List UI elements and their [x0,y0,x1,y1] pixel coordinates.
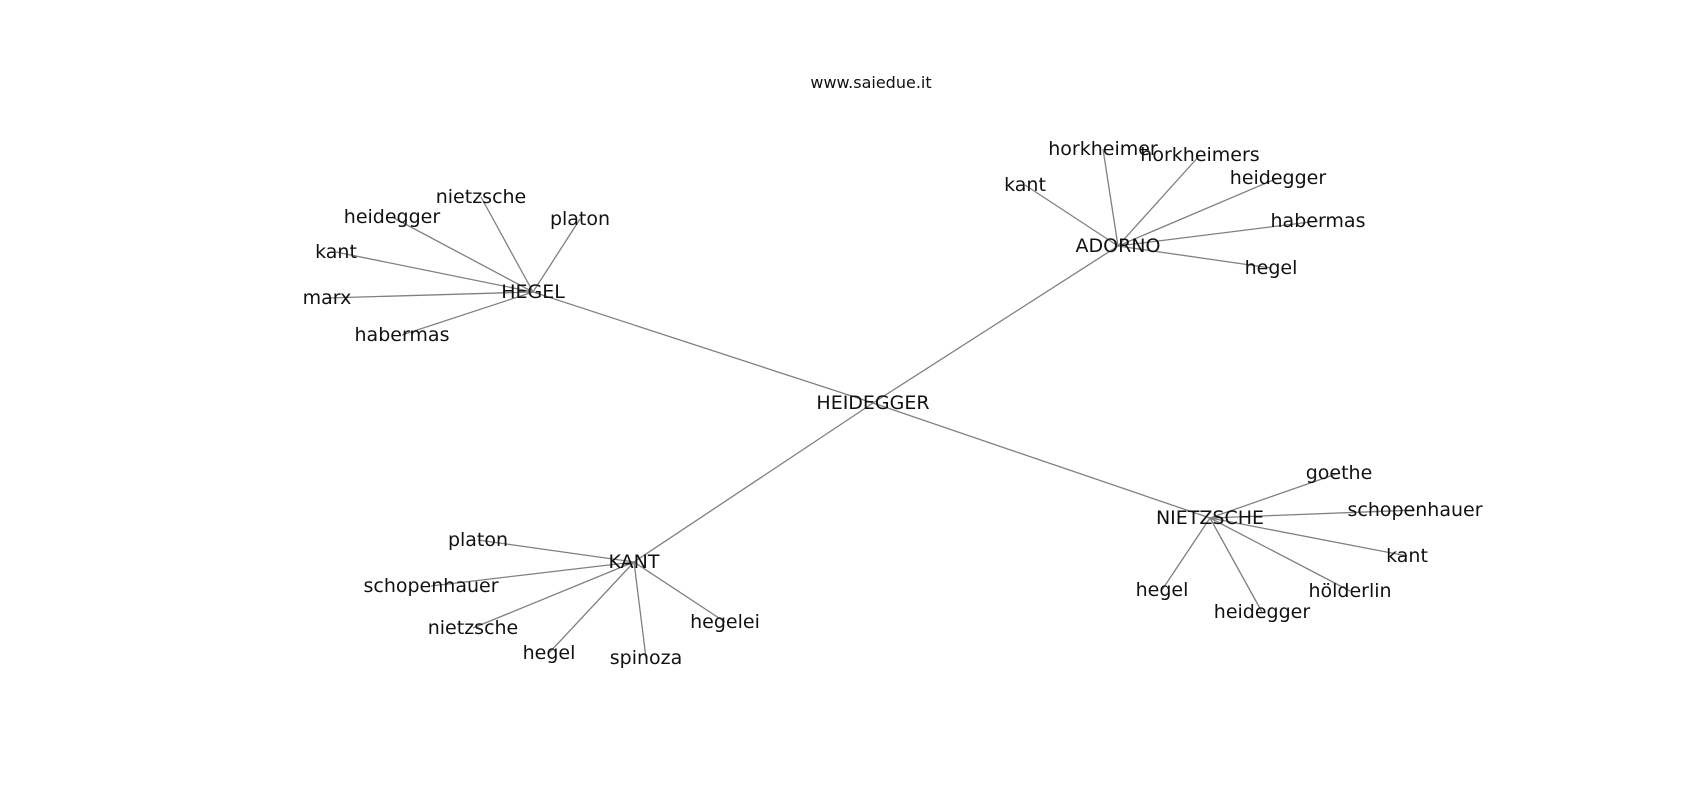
label-layer: HEIDEGGER HEGEL nietzsche platon heidegger ka… [303,138,1483,669]
hub-node-hegel: HEGEL [501,281,565,303]
edge-adorno-horkheimers [1117,154,1201,247]
leaf-node-kant-spinoza: spinoza [610,647,683,669]
edge-kant-nietzsche [472,561,635,629]
leaf-node-adorno-horkheimer: horkheimer [1048,138,1158,160]
edge-hegel-nietzsche [480,196,534,293]
site-title: www.saiedue.it [810,73,931,92]
leaf-node-kant-hegelei: hegelei [690,611,760,633]
edge-nietzsche-kant [1209,517,1408,557]
leaf-node-nietzsche-heidegger: heidegger [1214,601,1311,623]
leaf-node-kant-schopenhauer: schopenhauer [363,575,498,597]
edge-hegel-kant [335,251,534,293]
edge-nietzsche-goethe [1209,472,1340,519]
edge-root-hegel [532,291,874,404]
edge-root-adorno [872,245,1119,404]
edge-nietzsche-hegel [1161,517,1211,591]
leaf-node-kant-hegel: hegel [523,642,576,664]
edge-hegel-heidegger [391,216,534,293]
leaf-node-kant-platon: platon [448,529,508,551]
edge-kant-hegelei [633,561,726,623]
leaf-node-nietzsche-holderlin: hölderlin [1308,580,1391,602]
edge-root-kant [633,402,874,563]
leaf-node-adorno-heidegger: heidegger [1230,167,1327,189]
leaf-node-nietzsche-schopenhauer: schopenhauer [1347,499,1482,521]
leaf-node-hegel-nietzsche: nietzsche [436,186,527,208]
leaf-node-hegel-marx: marx [303,287,352,309]
edge-root-nietzsche [872,402,1211,519]
leaf-node-hegel-kant: kant [315,241,357,263]
leaf-node-nietzsche-goethe: goethe [1306,462,1373,484]
leaf-node-hegel-heidegger: heidegger [344,206,441,228]
edge-kant-hegel [548,561,635,654]
edge-adorno-kant [1024,184,1119,247]
leaf-node-adorno-horkheimers: horkheimers [1140,144,1259,166]
leaf-node-kant-nietzsche: nietzsche [428,617,519,639]
edge-adorno-heidegger [1117,177,1279,247]
leaf-node-adorno-hegel: hegel [1245,257,1298,279]
edge-layer [326,148,1416,659]
edge-kant-spinoza [633,561,647,659]
hub-node-kant: KANT [609,551,660,573]
edge-adorno-horkheimer [1102,148,1119,247]
edge-hegel-marx [326,291,534,299]
leaf-node-hegel-habermas: habermas [355,324,450,346]
edge-adorno-hegel [1117,245,1272,269]
leaf-node-adorno-habermas: habermas [1271,210,1366,232]
edge-hegel-habermas [401,291,534,336]
hub-node-nietzsche: NIETZSCHE [1156,507,1264,529]
edge-kant-schopenhauer [430,561,635,587]
edge-nietzsche-holderlin [1209,517,1351,592]
leaf-node-hegel-platon: platon [550,208,610,230]
edge-hegel-platon [532,218,581,293]
edge-adorno-habermas [1117,220,1319,247]
leaf-node-adorno-kant: kant [1004,174,1046,196]
hub-node-adorno: ADORNO [1076,235,1161,257]
edge-nietzsche-heidegger [1209,517,1263,613]
leaf-node-nietzsche-kant: kant [1386,545,1428,567]
leaf-node-nietzsche-hegel: hegel [1136,579,1189,601]
edge-nietzsche-schopenhauer [1209,509,1416,519]
root-node-label: HEIDEGGER [816,392,929,414]
edge-kant-platon [477,539,635,563]
